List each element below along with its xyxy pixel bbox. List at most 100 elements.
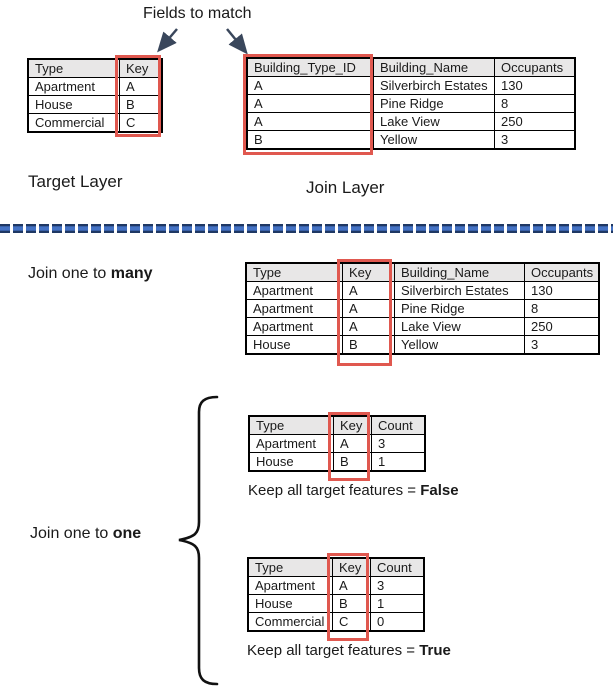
table-cell: 3 [371,434,426,453]
fields-to-match-arrows [157,28,248,55]
table-cell: C [119,113,163,133]
column-header: Type [248,415,334,435]
table-cell: A [342,281,395,300]
section-divider [0,224,613,233]
table-cell: A [333,434,372,453]
curly-brace-icon [178,395,219,686]
column-header: Building_Type_ID [246,57,374,77]
table-cell: 1 [370,594,425,613]
table-cell: Pine Ridge [373,94,495,113]
table-cell: Apartment [245,281,343,300]
column-header: Type [27,58,120,78]
table-cell: Yellow [373,130,495,150]
table-cell: House [247,594,333,613]
arrow-to-join-key-icon [226,28,248,55]
table-cell: Apartment [248,434,334,453]
table-cell: House [27,95,120,114]
column-header: Building_Name [373,57,495,77]
table-cell: Lake View [394,317,525,336]
label-prefix: Join one to [28,265,111,282]
table-cell: 3 [524,335,600,355]
fields-to-match-title: Fields to match [143,5,252,22]
table-cell: A [342,299,395,318]
table-cell: C [332,612,371,632]
table-cell: 1 [371,452,426,472]
table-cell: Lake View [373,112,495,131]
table-cell: Pine Ridge [394,299,525,318]
table-cell: 3 [494,130,576,150]
column-header: Key [333,415,372,435]
column-header: Count [371,415,426,435]
join-one-to-many-label: Join one to many [28,265,153,283]
column-header: Building_Name [394,262,525,282]
table-cell: B [342,335,395,355]
table-cell: Apartment [27,77,120,96]
table-cell: 130 [494,76,576,95]
table-cell: B [119,95,163,114]
label-bold: many [110,265,153,282]
join-layer-label: Join Layer [306,178,385,197]
caption-prefix: Keep all target features = [247,642,420,659]
column-header: Occupants [524,262,600,282]
table-cell: A [246,112,374,131]
label-bold: one [112,525,142,542]
table-cell: Silverbirch Estates [373,76,495,95]
table-cell: A [119,77,163,96]
column-header: Key [119,58,163,78]
table-cell: Silverbirch Estates [394,281,525,300]
join-one-to-one-label: Join one to one [30,525,141,543]
table-cell: Apartment [247,576,333,595]
keep-all-true-caption: Keep all target features = True [247,642,451,659]
table-cell: A [342,317,395,336]
table-cell: B [333,452,372,472]
table-cell: 3 [370,576,425,595]
keep-all-false-caption: Keep all target features = False [248,482,459,499]
table-cell: 250 [494,112,576,131]
caption-bold: False [420,482,459,499]
label-prefix: Join one to [30,525,113,542]
caption-bold: True [419,642,451,659]
arrow-to-target-key-icon [157,28,178,53]
table-cell: House [248,452,334,472]
column-header: Count [370,557,425,577]
column-header: Key [332,557,371,577]
table-cell: 8 [524,299,600,318]
table-cell: House [245,335,343,355]
table-cell: Commercial [27,113,120,133]
table-cell: Apartment [245,317,343,336]
table-cell: Commercial [247,612,333,632]
table-cell: A [246,94,374,113]
table-cell: A [246,76,374,95]
column-header: Key [342,262,395,282]
table-cell: 250 [524,317,600,336]
target-layer-label: Target Layer [28,172,123,191]
table-cell: A [332,576,371,595]
table-cell: Apartment [245,299,343,318]
table-cell: Yellow [394,335,525,355]
table-cell: 8 [494,94,576,113]
